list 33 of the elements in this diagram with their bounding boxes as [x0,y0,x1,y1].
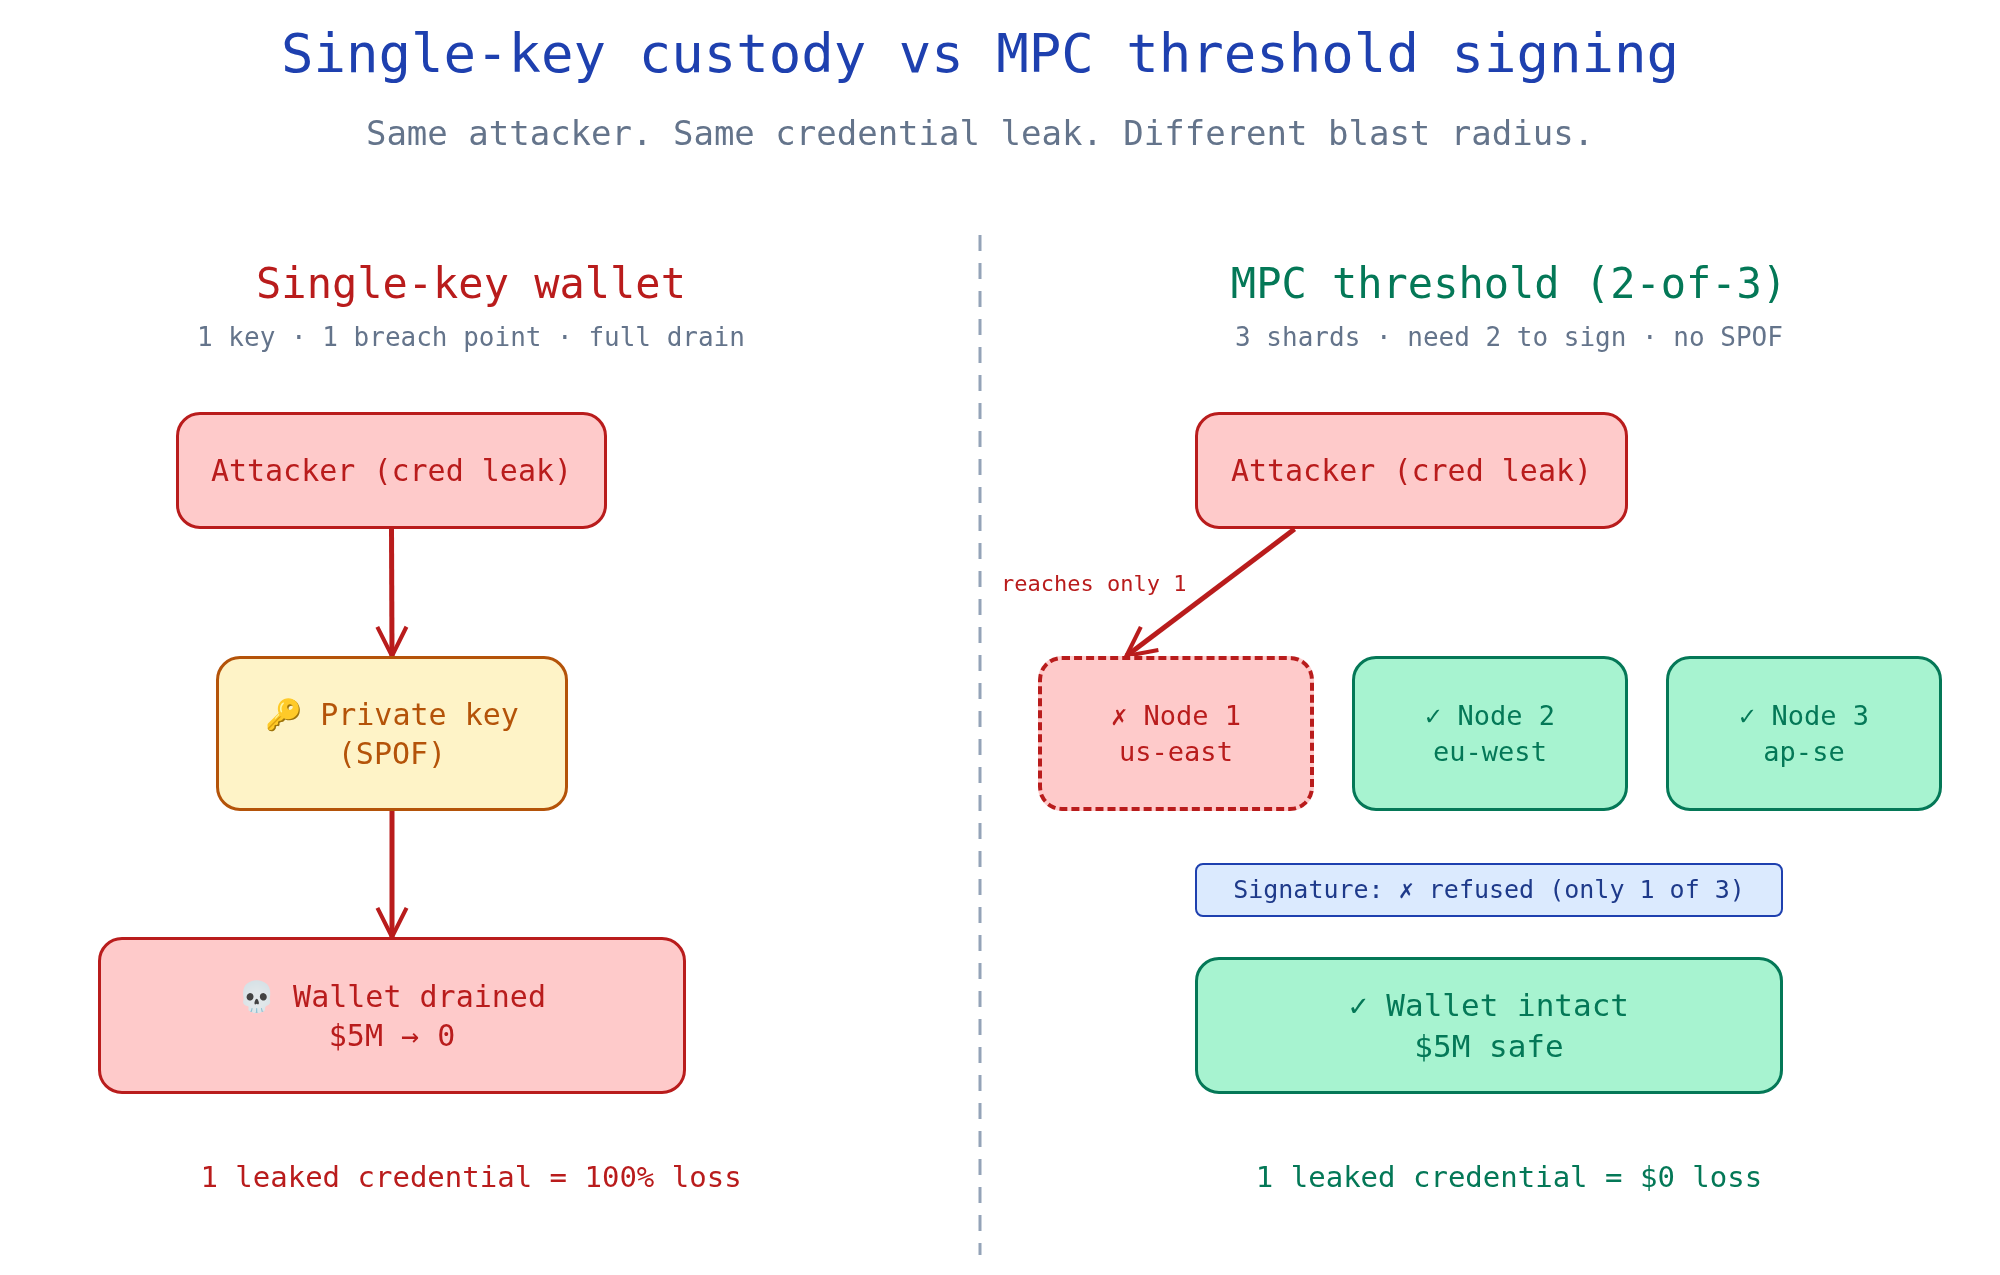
node-text: Signature: ✗ refused (only 1 of 3) [1233,873,1745,906]
arrow [1124,527,1297,659]
node-box [98,937,686,1094]
node-text: ap-se [1763,734,1845,769]
node-text: $5M → 0 [328,1016,456,1055]
node-text: us-east [1119,734,1233,769]
node-box [1352,656,1628,811]
node-text: Attacker (cred leak) [210,452,573,490]
node-text: $5M safe [1414,1026,1564,1066]
node-text: 🔑 Private key [265,695,519,734]
node-text: ✓ Node 3 [1738,699,1869,734]
summary-text: 1 leaked credential = 100% loss [200,1159,742,1196]
node-text: ✓ Wallet intact [1349,986,1629,1026]
node-text: ✗ Node 1 [1110,699,1241,734]
section-subtitle: 1 key · 1 breach point · full drain [197,321,745,354]
section-heading: MPC threshold (2-of-3) [1230,258,1788,310]
node-box [216,656,568,811]
section-heading: Single-key wallet [256,258,686,310]
title: Single-key custody vs MPC threshold signing [280,21,1680,87]
node-text: eu-west [1433,734,1547,769]
node-box [1666,656,1942,811]
node-text: 💀 Wallet drained [238,977,546,1016]
status-banner [1195,863,1783,917]
section-subtitle: 3 shards · need 2 to sign · no SPOF [1235,321,1783,354]
node-text: (SPOF) [337,734,447,773]
subtitle: Same attacker. Same credential leak. Different blast radius. [365,112,1595,155]
node-text: ✓ Node 2 [1424,699,1555,734]
node-box [1038,656,1314,811]
summary-text: 1 leaked credential = $0 loss [1255,1159,1763,1196]
node-text: Attacker (cred leak) [1230,452,1593,490]
node-box [1195,412,1628,529]
node-box [1195,957,1783,1094]
node-box [176,412,607,529]
